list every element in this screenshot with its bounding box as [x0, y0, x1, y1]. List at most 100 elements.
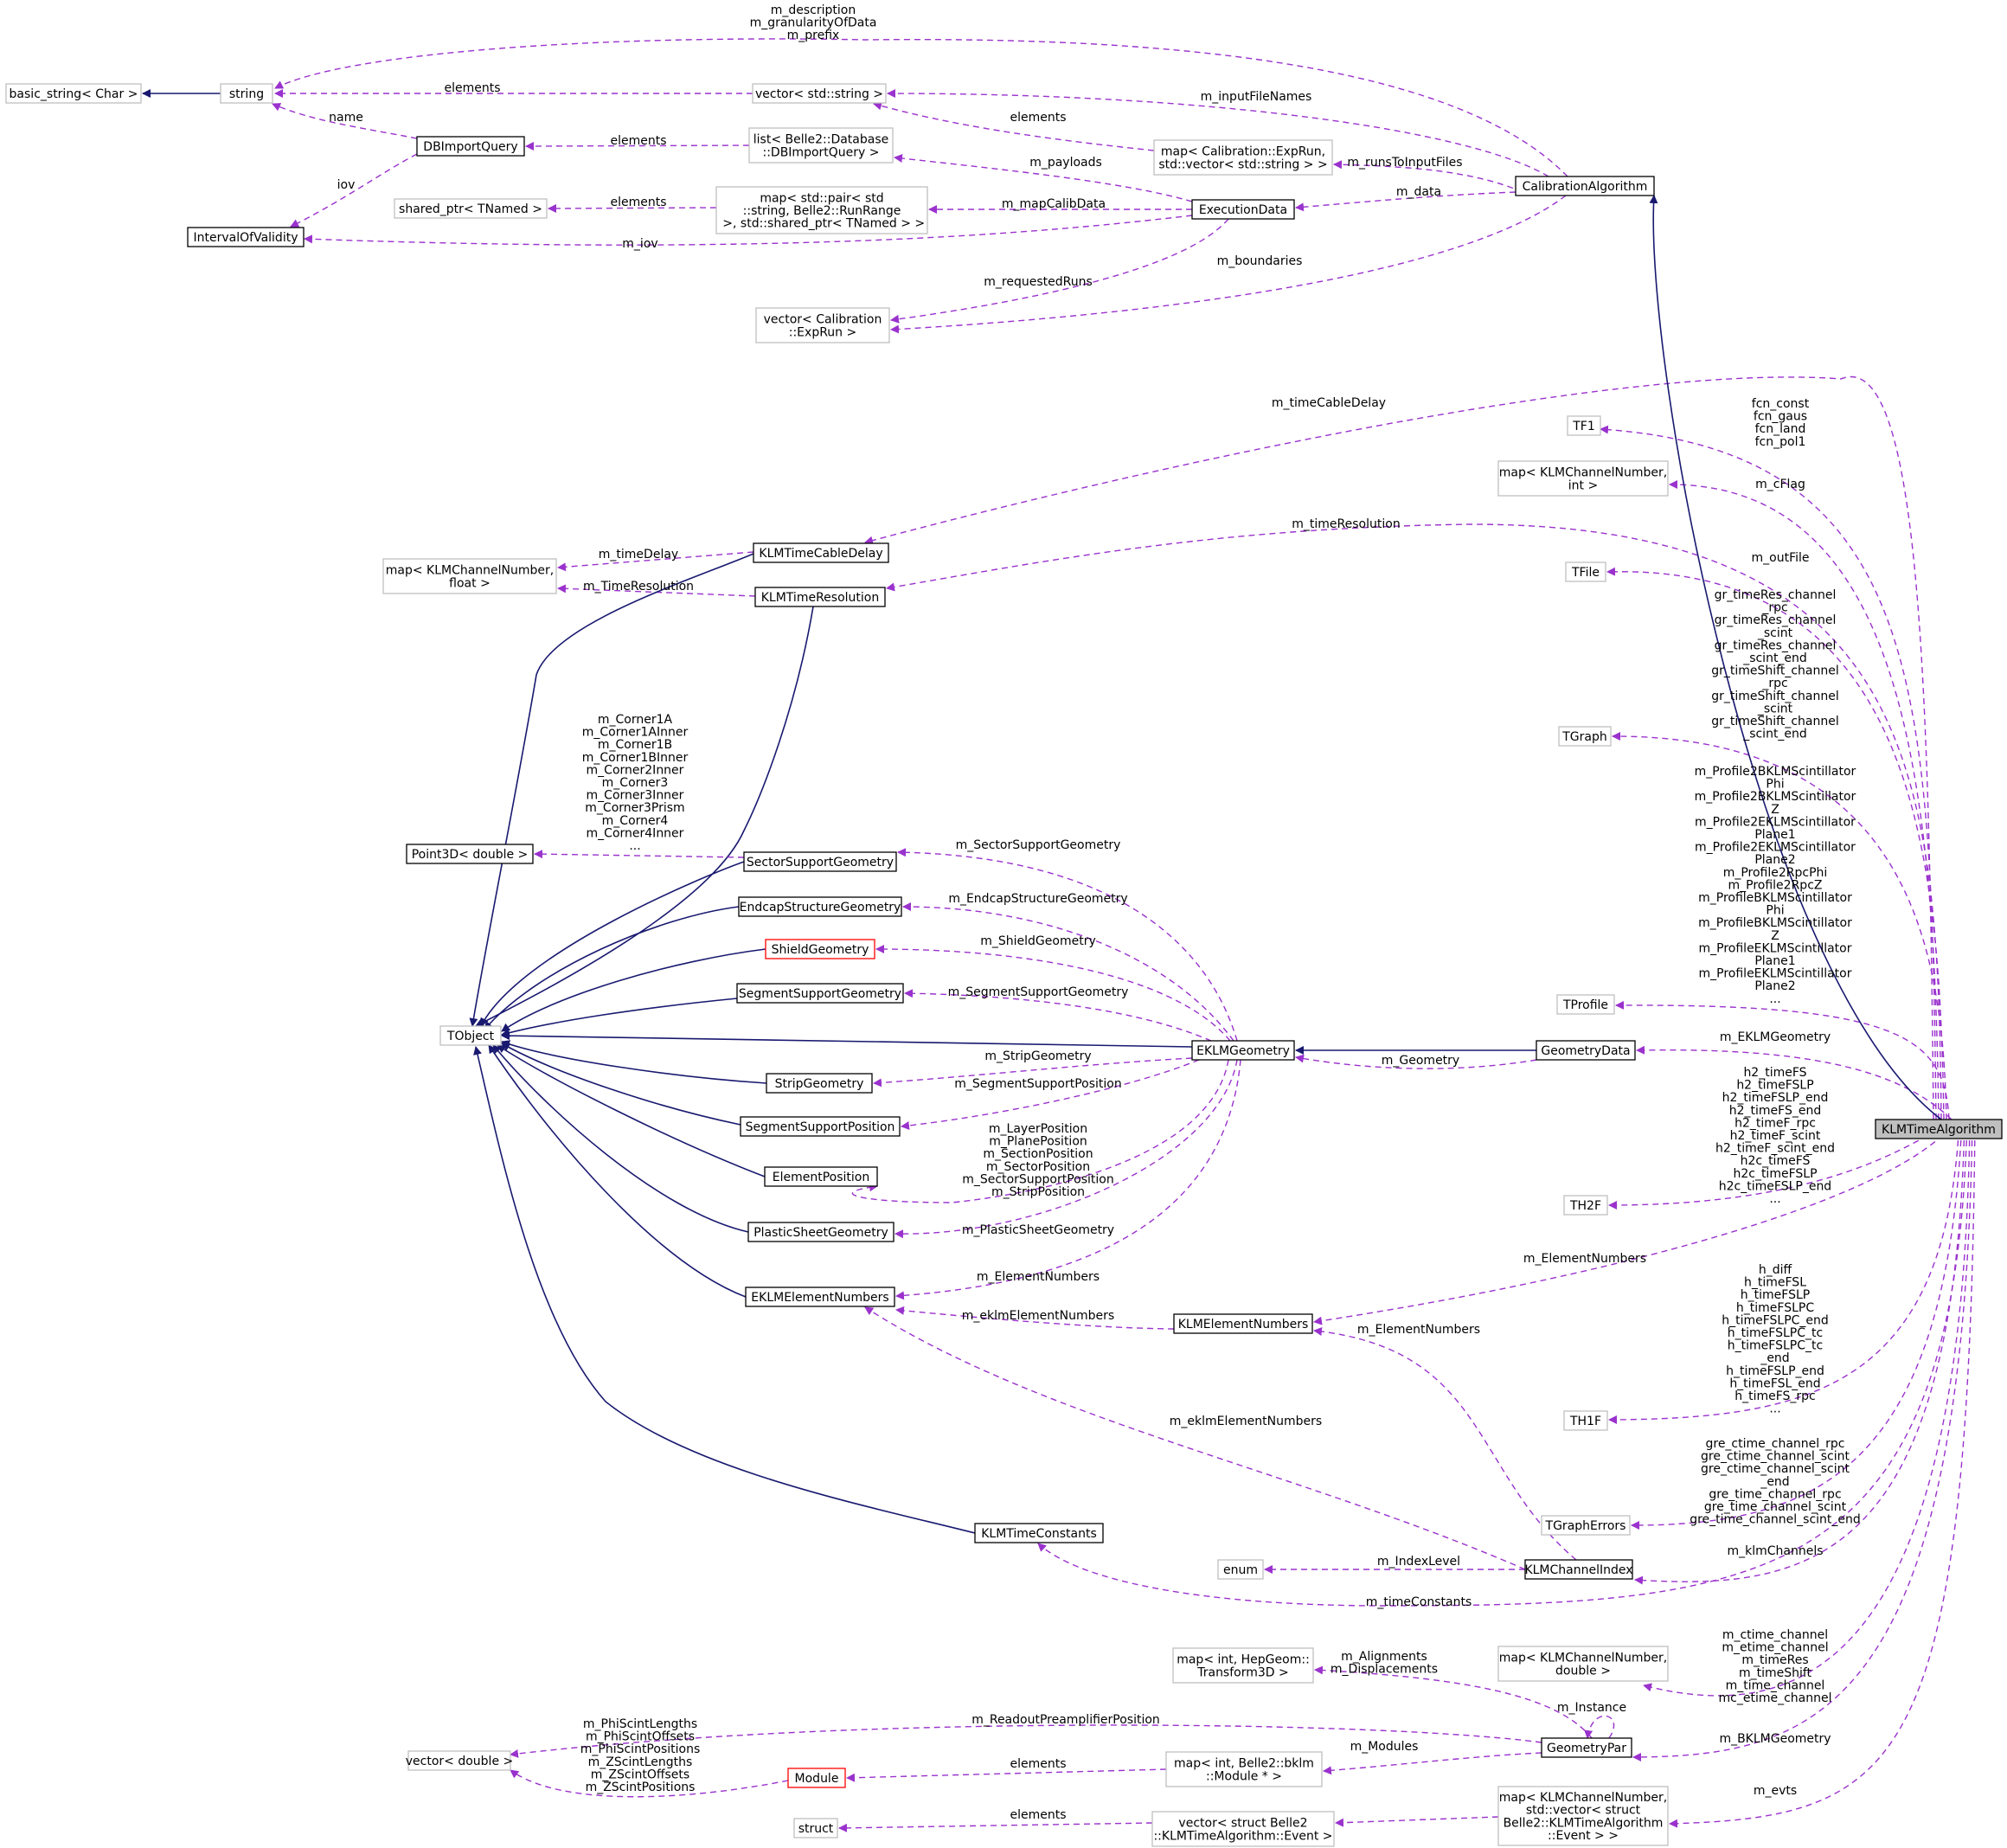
node-chanindex[interactable]: KLMChannelIndex [1524, 1559, 1633, 1580]
usage-edge [894, 1059, 1238, 1239]
node-list_dbimport: list< Belle2::Database::DBImportQuery > [748, 127, 894, 164]
edge-label-ev_elements: elements [1010, 1808, 1066, 1822]
usage-edge [895, 1306, 1175, 1330]
node-tobject: TObject [439, 1025, 502, 1046]
node-box [5, 83, 142, 104]
node-executiondata[interactable]: ExecutionData [1191, 199, 1295, 220]
edge-label-elemnum_klm: m_ElementNumbers [1523, 1252, 1646, 1266]
node-enum: enum [1217, 1559, 1264, 1580]
node-klmelem[interactable]: KLMElementNumbers [1173, 1313, 1313, 1334]
edge-label-vs_elements: elements [1010, 111, 1066, 125]
inheritance-edge [473, 1046, 976, 1534]
edge-label-sp_elements: elements [610, 196, 666, 209]
node-iov[interactable]: IntervalOfValidity [187, 227, 305, 247]
edge-label-bklmgeometry: m_BKLMGeometry [1719, 1732, 1831, 1746]
edge-label-elemnum_idx: m_ElementNumbers [1357, 1323, 1480, 1337]
node-label: PlasticSheetGeometry [753, 1226, 888, 1240]
inheritance-edge [497, 1044, 766, 1177]
usage-edge [886, 523, 1942, 1120]
node-box [747, 1222, 894, 1242]
node-label: ShieldGeometry [772, 943, 869, 957]
usage-edge [897, 848, 1238, 1042]
usage-edge [1313, 1119, 1958, 1325]
usage-edge [1634, 1119, 1965, 1585]
node-endcap[interactable]: EndcapStructureGeometry [738, 896, 902, 917]
node-timeconst[interactable]: KLMTimeConstants [974, 1523, 1104, 1543]
node-label: KLMTimeCableDelay [759, 547, 882, 561]
node-label: SegmentSupportPosition [746, 1120, 895, 1134]
node-label: map< int, HepGeom::Transform3D > [1177, 1653, 1310, 1680]
usage-edge [1669, 1119, 1976, 1828]
node-module[interactable]: Module [787, 1768, 846, 1788]
usage-edge [1037, 1119, 1968, 1607]
node-label: GeometryPar [1547, 1742, 1626, 1755]
node-klmtimealg[interactable]: KLMTimeAlgorithm [1875, 1119, 2003, 1139]
node-calibalg[interactable]: CalibrationAlgorithm [1515, 176, 1655, 196]
usage-edge [557, 551, 754, 572]
usage-edge [1584, 1715, 1615, 1739]
edge-label-klmchannels: m_klmChannels [1727, 1544, 1823, 1558]
node-box [748, 127, 894, 164]
inheritance-edge [501, 948, 766, 1032]
node-shield[interactable]: ShieldGeometry [765, 939, 875, 959]
node-box [406, 844, 534, 864]
edge-label-shield: m_ShieldGeometry [980, 934, 1096, 948]
usage-edge [1335, 1816, 1499, 1827]
node-label: map< KLMChannelNumber,int > [1499, 466, 1668, 493]
node-string: string [220, 83, 273, 104]
node-timeres[interactable]: KLMTimeResolution [754, 587, 886, 607]
node-segsupgeo[interactable]: SegmentSupportGeometry [736, 983, 904, 1004]
usage-edge [846, 1768, 1167, 1782]
node-box [743, 851, 897, 872]
edge-label-cflag: m_cFlag [1755, 478, 1805, 491]
node-box [764, 1166, 878, 1187]
node-plastic[interactable]: PlasticSheetGeometry [747, 1222, 894, 1242]
edge-label-plastic: m_PlasticSheetGeometry [962, 1223, 1114, 1237]
node-geopar[interactable]: GeometryPar [1541, 1737, 1632, 1758]
node-box [745, 1287, 895, 1307]
node-box [1563, 1195, 1608, 1216]
node-box [787, 1768, 846, 1788]
node-tgraph: TGraph [1558, 726, 1612, 747]
node-box [1151, 1811, 1335, 1847]
edge-label-dbq_elements: elements [610, 134, 666, 148]
node-label: TGraphErrors [1545, 1519, 1626, 1533]
node-segsuppos[interactable]: SegmentSupportPosition [740, 1116, 901, 1137]
node-label: SegmentSupportGeometry [739, 987, 901, 1001]
usage-edge [274, 38, 1568, 177]
node-map_pair: map< std::pair< std::string, Belle2::Run… [715, 186, 928, 234]
inheritance-edge [501, 998, 738, 1037]
usage-edge [838, 1822, 1153, 1832]
node-eklmelem[interactable]: EKLMElementNumbers [745, 1287, 895, 1307]
node-label: TObject [446, 1030, 495, 1043]
node-label: EKLMElementNumbers [751, 1291, 888, 1305]
node-tgrapherrors: TGraphErrors [1541, 1515, 1631, 1536]
node-geodata[interactable]: GeometryData [1536, 1040, 1636, 1061]
usage-edge [1669, 480, 1940, 1120]
edge-label-data: m_data [1396, 185, 1441, 199]
node-box [382, 558, 557, 594]
usage-edge [864, 376, 1934, 1120]
node-map_module: map< int, Belle2::bklm::Module * > [1165, 1751, 1323, 1787]
node-label: map< Calibration::ExpRun,std::vector< st… [1158, 145, 1327, 172]
node-box [1563, 1410, 1608, 1431]
usage-edge [1643, 1119, 1971, 1697]
node-shared_tnamed: shared_ptr< TNamed > [394, 198, 548, 219]
node-vector_event: vector< struct Belle2::KLMTimeAlgorithm:… [1151, 1811, 1335, 1847]
node-point3d[interactable]: Point3D< double > [406, 844, 534, 864]
node-box [220, 83, 273, 104]
node-label: map< std::pair< std::string, Belle2::Run… [719, 191, 925, 230]
node-eklmgeo[interactable]: EKLMGeometry [1191, 1040, 1295, 1061]
usage-edge [1636, 1045, 1952, 1120]
node-strip[interactable]: StripGeometry [766, 1073, 873, 1094]
node-elempos[interactable]: ElementPosition [764, 1166, 878, 1187]
usage-edge [1295, 191, 1516, 212]
node-cabledelay[interactable]: KLMTimeCableDelay [753, 542, 889, 563]
node-label: TH2F [1569, 1199, 1601, 1213]
edge-label-outfile: m_outFile [1752, 551, 1810, 565]
node-dbimportquery[interactable]: DBImportQuery [416, 136, 525, 157]
usage-edge [851, 1059, 1229, 1203]
node-sectorsupport[interactable]: SectorSupportGeometry [743, 851, 897, 872]
